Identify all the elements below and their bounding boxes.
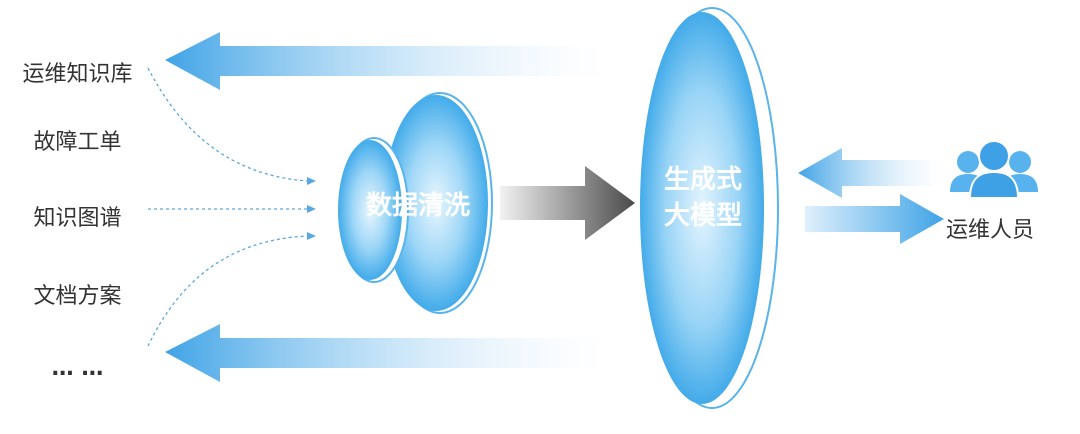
feedback-arrow-bottom — [165, 324, 605, 382]
connector-kb — [147, 67, 309, 182]
source-label-tickets: 故障工单 — [33, 130, 122, 155]
cleaning-disk — [338, 92, 493, 314]
process-arrow — [500, 166, 635, 240]
cleaning-label: 数据清洗 — [366, 191, 470, 221]
feedback-arrow-top — [165, 32, 605, 90]
connector-arrowheads — [307, 177, 316, 240]
user-label: 运维人员 — [945, 218, 1034, 243]
model-disk — [640, 7, 779, 409]
source-label-kb: 运维知识库 — [22, 62, 133, 87]
connector-docs — [147, 235, 309, 347]
model-label-line2: 大模型 — [664, 201, 742, 231]
model-label-line1: 生成式 — [664, 165, 742, 195]
user-output-arrow — [805, 194, 944, 244]
source-label-more: … … — [51, 356, 104, 381]
user-input-arrow — [798, 148, 945, 198]
source-label-docs: 文档方案 — [33, 284, 122, 309]
source-label-graph: 知识图谱 — [33, 206, 122, 231]
source-connectors — [147, 67, 309, 347]
users-icon — [950, 140, 1038, 199]
